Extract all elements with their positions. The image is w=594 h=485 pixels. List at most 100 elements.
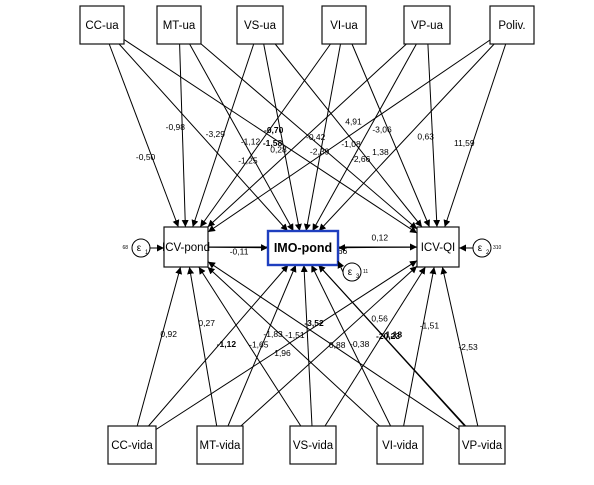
edges: -0,50-1,58-0,98-1,25-2,39-3,29-0,70-2,66… [108, 39, 507, 431]
node-label: MT-vida [200, 440, 242, 452]
edge-arrow [312, 43, 417, 232]
node-label: CC-vida [111, 440, 153, 452]
edge-arrow [310, 264, 392, 427]
edge-arrow [318, 264, 467, 427]
edge-arrow [189, 43, 294, 232]
edge-vs-vida-to-icv-qi: -20,23 [324, 266, 426, 427]
error-index: 1 [145, 250, 149, 256]
edge-coefficient: 11,59 [454, 138, 475, 148]
edge-coefficient: -2,39 [310, 147, 330, 157]
edge-vs-ua-to-imo-pond: -0,70 [263, 43, 302, 232]
edge-arrow [324, 266, 426, 427]
error-arrow [337, 260, 345, 273]
edge-coefficient: -3,52 [304, 318, 324, 328]
edge-vi-ua-to-icv-pond: -1,12 [199, 43, 331, 228]
node-box [376, 425, 424, 465]
edge-coefficient: 0,27 [198, 318, 215, 328]
edge-coefficient: 0,56 [371, 314, 388, 324]
error-variance: 11 [363, 269, 368, 275]
edge-arrow [318, 43, 495, 232]
edge-arrow [427, 43, 441, 228]
node-box [196, 425, 244, 465]
edge-coefficient: -1,12 [217, 339, 237, 349]
edge-poliv-to-imo-pond: 1,38 [318, 43, 495, 232]
node-imo-pond: IMO-pond [266, 229, 340, 267]
edge-icv-pond-to-imo-pond: -0,11 [207, 244, 269, 257]
node-box [266, 229, 340, 267]
edge-arrow [187, 266, 218, 427]
edge-mt-ua-to-icv-qi: -2,39 [200, 43, 418, 230]
edge-coefficient: -3,06 [372, 125, 392, 135]
edge-arrow [443, 43, 507, 228]
edge-arrow [207, 39, 491, 233]
edge-coefficient: -1,83 [263, 329, 283, 339]
edge-arrow [118, 43, 289, 232]
node-cc-vida: CC-vida [107, 425, 157, 465]
edge-coefficient: -20,23 [376, 331, 400, 341]
edge-poliv-to-icv-pond: 4,91 [207, 39, 491, 233]
edge-arrow [300, 264, 313, 427]
edge-arrow [440, 266, 479, 427]
edge-arrow [198, 266, 302, 427]
edge-coefficient: -0,42 [306, 132, 326, 142]
node-poliv: Poliv. [489, 5, 535, 45]
edge-vp-ua-to-icv-pond: 0,28 [207, 43, 407, 228]
node-cc-ua: CC-ua [79, 5, 125, 45]
node-box [107, 425, 157, 465]
edge-cc-vida-to-imo-pond: -1,12 [148, 264, 289, 427]
edge-coefficient: 0,28 [270, 144, 287, 154]
node-vi-ua: VI-ua [321, 5, 367, 45]
edge-vs-ua-to-icv-pond: -3,29 [191, 43, 255, 228]
edge-arrow [240, 265, 418, 427]
edge-cc-ua-to-icv-pond: -0,50 [108, 43, 180, 228]
edge-cc-ua-to-imo-pond [118, 43, 289, 232]
node-box [403, 5, 451, 45]
edge-arrow [263, 43, 302, 232]
error-index: 2 [486, 250, 490, 256]
edge-coefficient: -1,58 [263, 138, 283, 148]
edge-arrow [207, 43, 407, 228]
node-vp-vida: VP-vida [458, 425, 506, 465]
node-vi-vida: VI-vida [376, 425, 424, 465]
edge-cc-vida-to-icv-qi: 1,96 [155, 260, 418, 430]
edge-coefficient: -0,70 [264, 125, 284, 135]
node-label: CC-ua [85, 20, 119, 32]
edge-coefficient: 4,91 [345, 117, 362, 127]
edge-arrow [155, 260, 418, 430]
edge-mt-vida-to-icv-pond: 0,27 [187, 266, 218, 427]
edge-arrow [227, 264, 297, 427]
edge-coefficient: 1,96 [274, 348, 291, 358]
node-label: VI-ua [330, 20, 358, 32]
edge-arrow [303, 43, 341, 232]
node-label: ICV-pond [162, 242, 210, 254]
edge-coefficient: -1,08 [341, 139, 361, 149]
error-symbol: ε [137, 243, 142, 254]
edge-vi-vida-to-imo-pond: -0,38 [310, 264, 392, 427]
edge-vp-ua-to-imo-pond: -1,08 [312, 43, 417, 232]
node-mt-ua: MT-ua [156, 5, 202, 45]
edge-arrow [199, 43, 331, 228]
edge-coefficient: 0,63 [417, 132, 434, 142]
edge-cc-vida-to-icv-pond: 0,92 [136, 266, 183, 427]
edge-arrow [148, 264, 289, 427]
node-label: VI-vida [382, 440, 418, 452]
error-variance: 68 [122, 245, 128, 251]
node-vs-ua: VS-ua [236, 5, 284, 45]
edge-coefficient: -1,12 [241, 136, 261, 146]
node-label: Poliv. [498, 20, 525, 32]
edge-vi-ua-to-icv-qi: -3,06 [351, 43, 430, 228]
edge-poliv-to-icv-qi: 11,59 [443, 43, 507, 228]
node-label: VP-vida [462, 440, 503, 452]
edge-vi-ua-to-imo-pond: -0,42 [303, 43, 341, 232]
edge-coefficient: -0,38 [350, 339, 370, 349]
node-vs-vida: VS-vida [289, 425, 337, 465]
node-box [458, 425, 506, 465]
node-vp-ua: VP-ua [403, 5, 451, 45]
edge-coefficient: -0,11 [230, 247, 249, 257]
edge-coefficient: -0,98 [166, 122, 186, 132]
edge-arrow [207, 261, 460, 431]
